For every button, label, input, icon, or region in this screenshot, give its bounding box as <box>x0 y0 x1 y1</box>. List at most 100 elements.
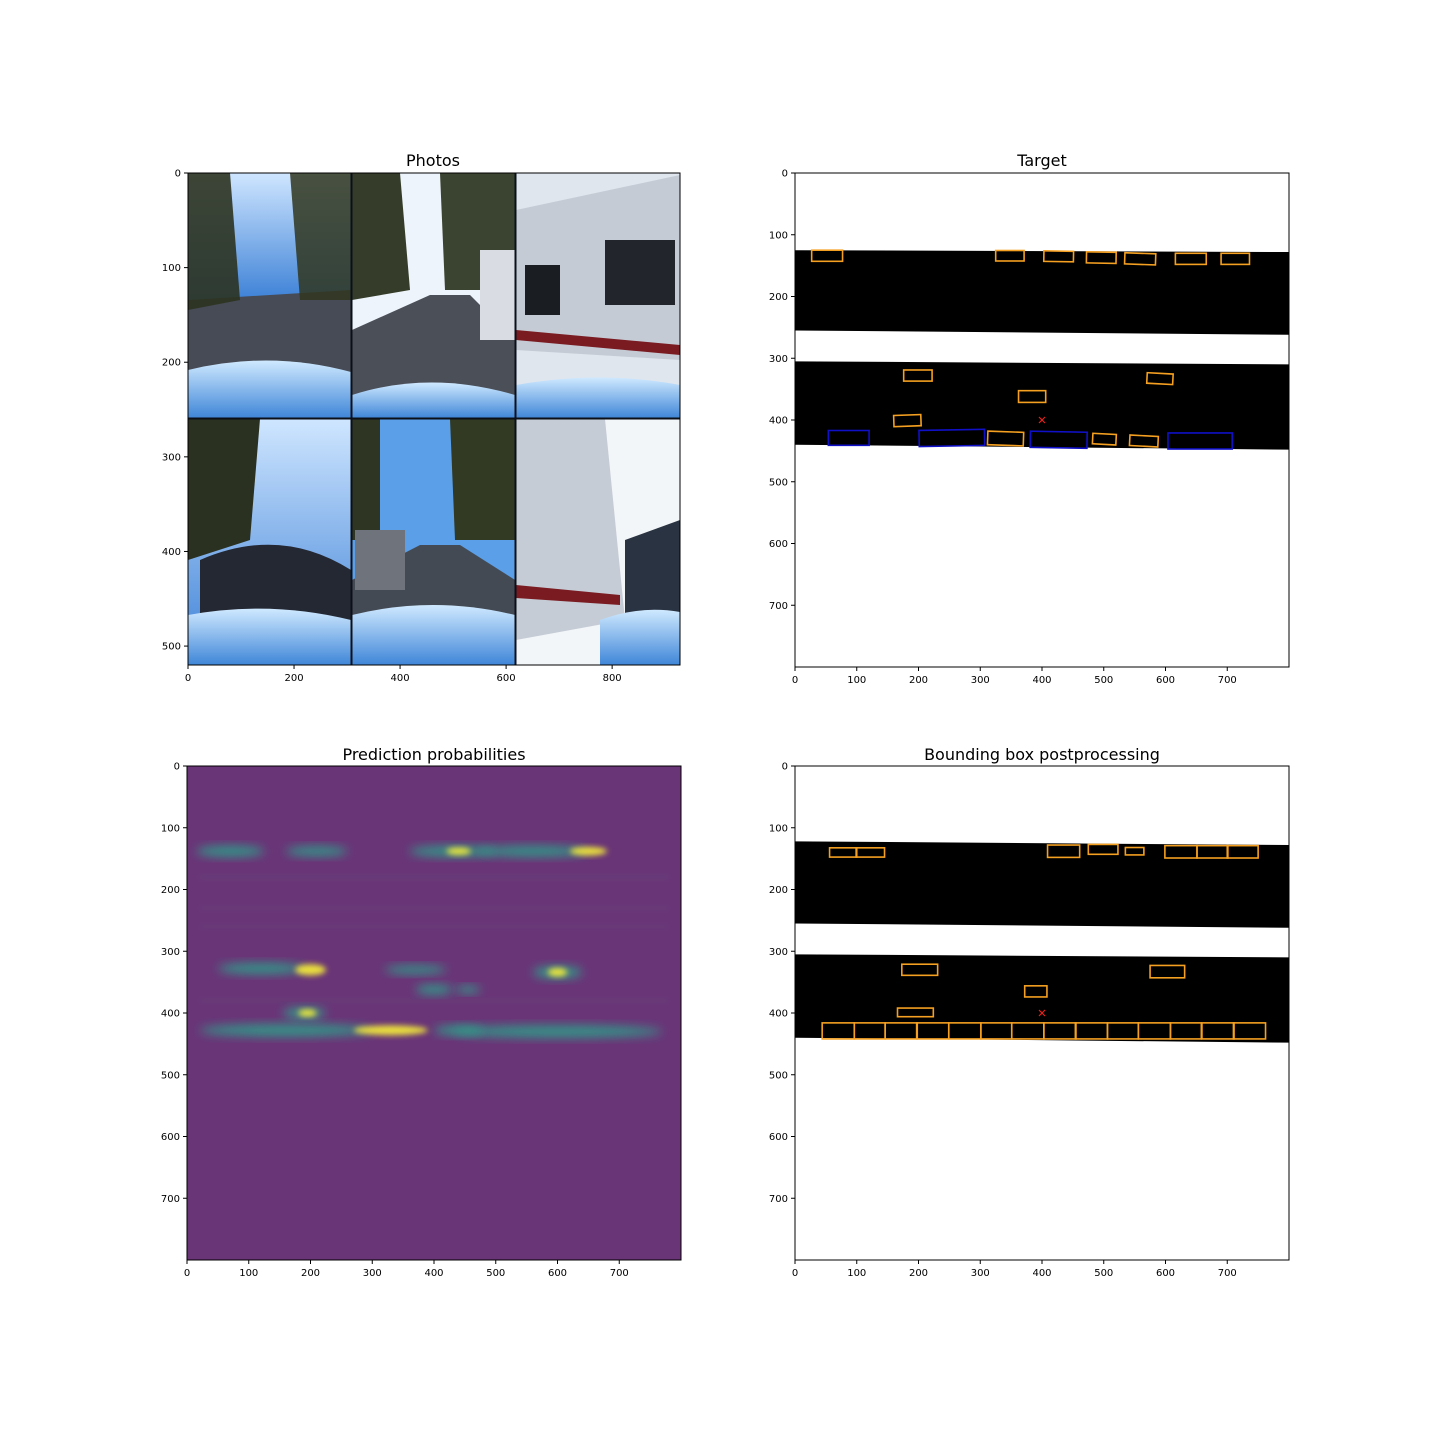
photo-tile-1 <box>188 173 351 418</box>
x-tick-label: 700 <box>1218 675 1237 686</box>
x-tick-label: 0 <box>185 673 191 684</box>
heatmap-blob <box>353 1025 428 1036</box>
heatmap-streak <box>199 906 669 911</box>
y-tick-label: 400 <box>769 1009 788 1020</box>
x-tick-label: 500 <box>486 1268 505 1279</box>
y-tick-label: 300 <box>161 947 180 958</box>
heatmap-blob <box>285 846 348 857</box>
heatmap-blob <box>477 845 589 857</box>
postprocess-box-orange <box>1087 843 1119 856</box>
y-tick-label: 200 <box>161 885 180 896</box>
y-tick-label: 400 <box>162 547 181 558</box>
target-box-blue <box>827 429 870 447</box>
heatmap-blob <box>196 845 265 857</box>
photo-tile-3 <box>516 173 680 418</box>
y-tick-label: 200 <box>769 292 788 303</box>
x-tick-label: 300 <box>971 675 990 686</box>
target-title: Target <box>1016 151 1067 170</box>
heatmap-blob <box>455 985 481 994</box>
target-box-blue <box>918 428 986 448</box>
lane-band <box>795 954 1289 1043</box>
target-box-orange <box>1042 250 1075 263</box>
target-box-orange <box>1220 252 1251 266</box>
photos-frame <box>187 172 681 666</box>
y-tick-label: 500 <box>161 1070 180 1081</box>
photo-tile-5 <box>352 419 515 665</box>
target-box-blue <box>1167 432 1233 450</box>
y-tick-label: 0 <box>782 762 788 773</box>
postprocess-box-orange <box>1046 844 1081 859</box>
x-tick-label: 300 <box>363 1268 382 1279</box>
heatmap-blob <box>547 967 568 977</box>
x-tick-label: 400 <box>1032 675 1051 686</box>
x-tick-label: 0 <box>792 675 798 686</box>
y-tick-label: 0 <box>175 169 181 180</box>
heatmap-blob <box>569 846 607 856</box>
x-tick-label: 500 <box>1094 675 1113 686</box>
y-tick-label: 700 <box>769 601 788 612</box>
target-box-orange <box>892 413 922 428</box>
y-tick-label: 0 <box>782 169 788 180</box>
target-box-orange <box>1145 371 1175 386</box>
prediction-title: Prediction probabilities <box>342 745 525 764</box>
postprocess-box-orange <box>1124 846 1145 856</box>
target-box-orange <box>810 249 844 263</box>
target-box-orange <box>1085 250 1118 265</box>
photo-tile-6 <box>516 419 680 665</box>
x-tick-label: 300 <box>971 1268 990 1279</box>
postprocess-box-orange <box>1226 844 1259 859</box>
y-tick-label: 700 <box>161 1194 180 1205</box>
y-tick-label: 700 <box>769 1194 788 1205</box>
y-tick-label: 300 <box>769 947 788 958</box>
y-tick-label: 100 <box>769 823 788 834</box>
x-tick-label: 800 <box>603 673 622 684</box>
heatmap-background <box>187 766 681 1260</box>
y-tick-label: 200 <box>769 885 788 896</box>
y-tick-label: 500 <box>769 1070 788 1081</box>
x-tick-label: 200 <box>284 673 303 684</box>
y-tick-label: 500 <box>162 642 181 653</box>
x-tick-label: 600 <box>497 673 516 684</box>
heatmap-blob <box>295 964 326 976</box>
photo-tile-2 <box>352 173 515 418</box>
postprocess-box-orange <box>1149 964 1186 979</box>
heatmap-blob <box>217 962 305 975</box>
postprocess-box-orange <box>901 963 939 977</box>
y-tick-label: 600 <box>769 539 788 550</box>
photos-image <box>188 173 680 665</box>
heatmap-blob <box>199 1024 373 1037</box>
y-tick-label: 200 <box>162 358 181 369</box>
x-tick-label: 100 <box>239 1268 258 1279</box>
postprocess-box-orange <box>1023 985 1048 998</box>
x-tick-label: 100 <box>847 675 866 686</box>
x-tick-label: 100 <box>847 1268 866 1279</box>
target-box-blue <box>1029 430 1089 450</box>
x-tick-label: 400 <box>424 1268 443 1279</box>
target-content <box>795 249 1289 450</box>
target-box-orange <box>1091 432 1118 446</box>
x-tick-label: 0 <box>792 1268 798 1279</box>
target-box-orange <box>994 249 1025 262</box>
heatmap-streak <box>199 998 669 1003</box>
y-tick-label: 400 <box>161 1009 180 1020</box>
target-box-orange <box>1017 389 1047 404</box>
x-tick-label: 600 <box>548 1268 567 1279</box>
heatmap-blob <box>298 1009 317 1017</box>
y-tick-label: 600 <box>161 1132 180 1143</box>
y-tick-label: 400 <box>769 416 788 427</box>
postprocess-content <box>795 841 1289 1043</box>
x-tick-label: 200 <box>909 675 928 686</box>
target-box-orange <box>902 369 933 382</box>
y-tick-label: 100 <box>162 263 181 274</box>
x-tick-label: 200 <box>301 1268 320 1279</box>
heatmap-streak <box>199 924 669 929</box>
